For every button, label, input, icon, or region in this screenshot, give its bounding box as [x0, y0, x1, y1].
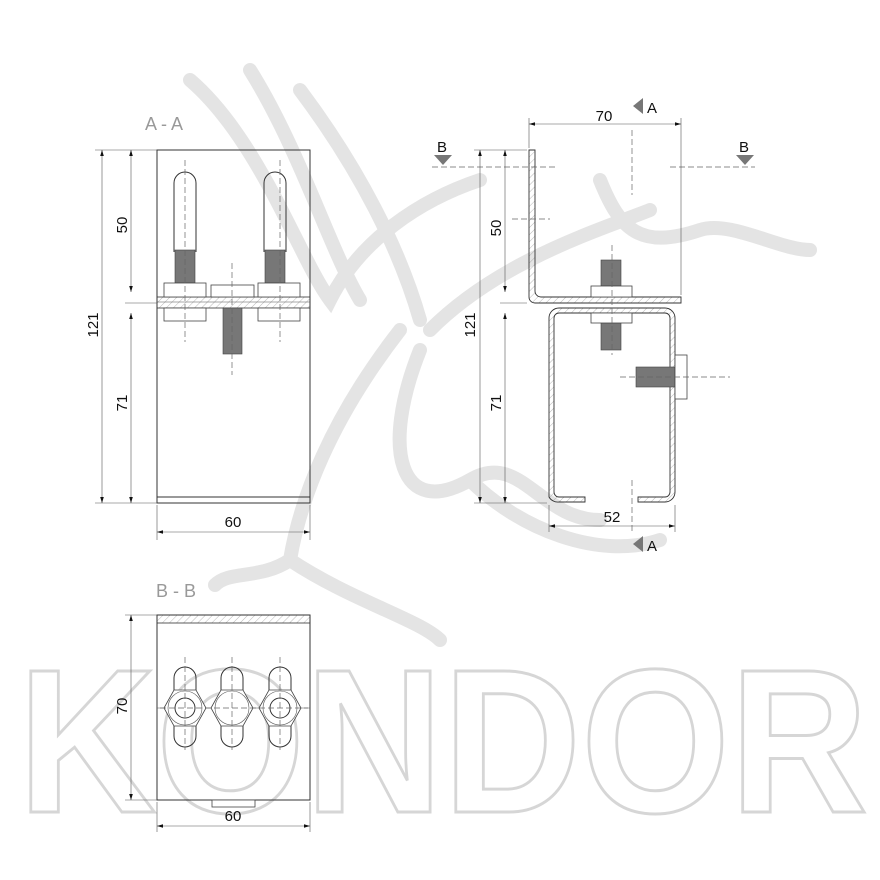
section-aa-view: A - A 121 50 71 60	[85, 114, 311, 540]
dim-width: 60	[225, 808, 242, 825]
cut-b-left: B	[437, 139, 447, 156]
dim-bottom: 52	[604, 509, 621, 526]
cut-a-top: A	[647, 100, 657, 117]
section-bb-label: B - B	[156, 581, 196, 601]
dim-height: 70	[114, 698, 131, 715]
dim-total: 121	[85, 312, 102, 337]
dim-total: 121	[462, 312, 479, 337]
dim-upper: 50	[488, 220, 505, 237]
side-view: A A B B 70 121 50 71 52	[432, 98, 755, 555]
dim-lower: 71	[114, 395, 131, 412]
bolt	[163, 171, 301, 355]
dim-upper: 50	[114, 217, 131, 234]
dim-width: 60	[225, 514, 242, 531]
watermark: KONDOR	[17, 63, 870, 858]
cut-b-right: B	[739, 139, 749, 156]
nut-row	[157, 657, 310, 750]
eagle-watermark-icon	[183, 63, 817, 647]
dim-top: 70	[596, 108, 613, 125]
section-bb-view: B - B 70 60	[114, 581, 311, 832]
dim-lower: 71	[488, 395, 505, 412]
section-aa-label: A - A	[145, 114, 183, 134]
cut-a-bottom: A	[647, 538, 657, 555]
cut-marker-a: A A	[633, 98, 657, 555]
cut-marker-b: B B	[434, 139, 754, 165]
watermark-brand: KONDOR	[18, 627, 868, 856]
